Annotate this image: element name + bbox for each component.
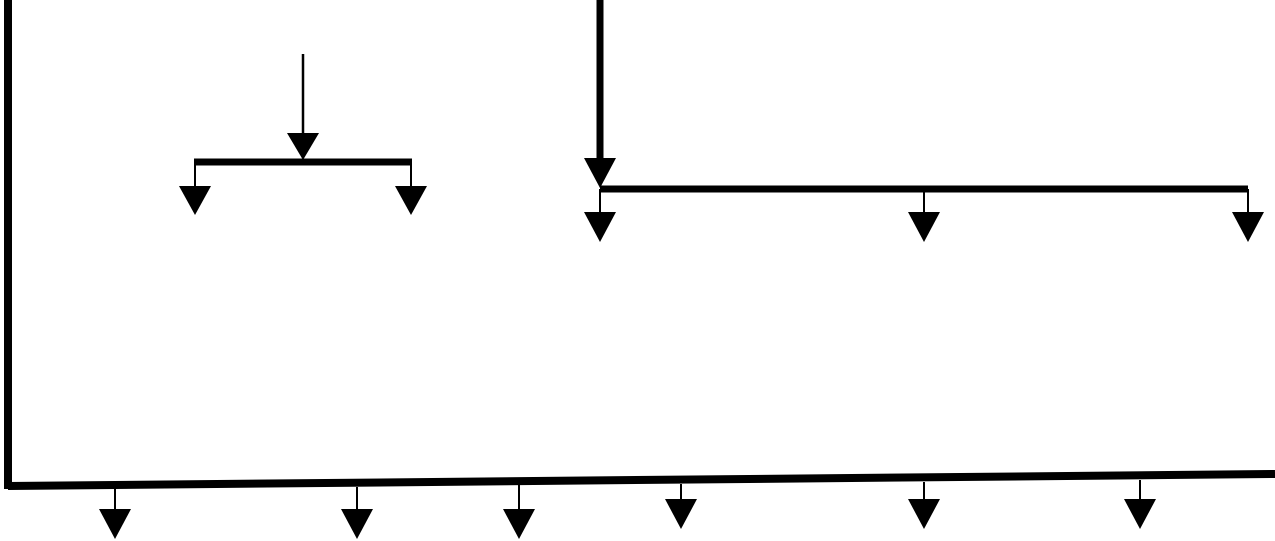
bottom-rail-branches — [99, 480, 1156, 539]
bottom-branch-2-arrowhead — [341, 509, 373, 539]
right-split-branch-1-arrowhead — [584, 212, 616, 242]
right-split-input-arrowhead — [584, 158, 616, 188]
right-split-group — [584, 0, 1264, 242]
bottom-branch-1-arrowhead — [99, 509, 131, 539]
bottom-rail — [7, 470, 1275, 490]
left-split-input-arrowhead — [287, 133, 319, 160]
right-split-branch-3-arrowhead — [1232, 212, 1264, 242]
bottom-branch-5-arrowhead — [908, 499, 940, 529]
left-split-branch-1-arrowhead — [179, 186, 211, 215]
main-frame — [4, 0, 1275, 490]
bottom-branch-6-arrowhead — [1124, 499, 1156, 529]
bottom-branch-3-arrowhead — [503, 509, 535, 539]
left-split-group — [179, 54, 427, 215]
left-split-branch-2-arrowhead — [395, 186, 427, 215]
bottom-branch-4-arrowhead — [665, 499, 697, 529]
right-split-branch-2-arrowhead — [908, 212, 940, 242]
